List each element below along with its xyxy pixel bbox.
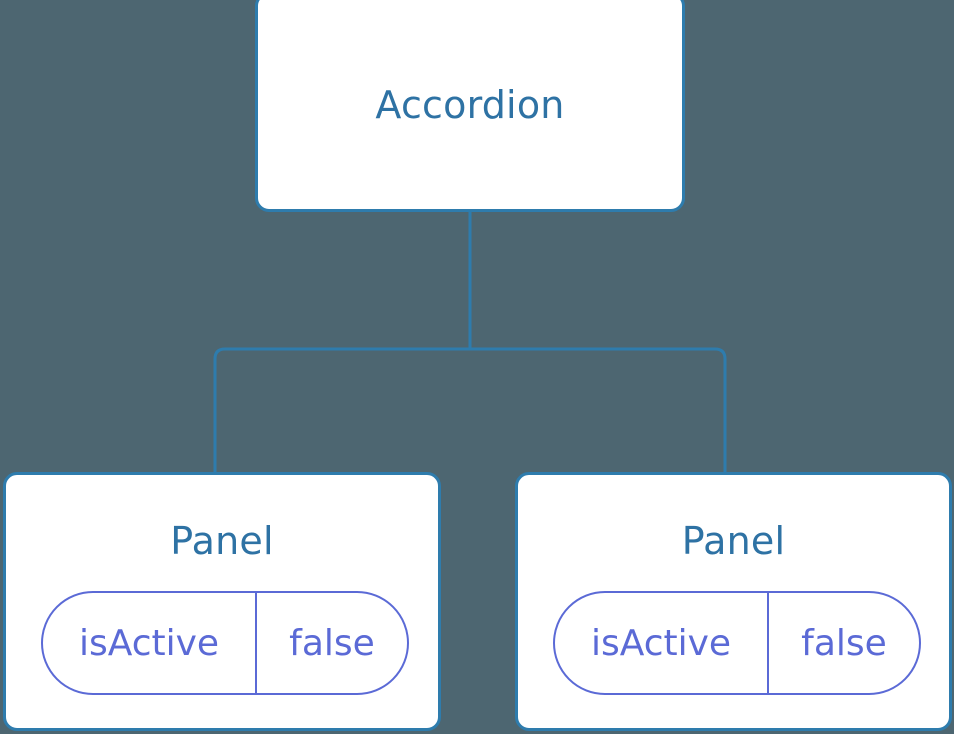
state-pill-panel-right-key: isActive (555, 593, 769, 693)
state-pill-panel-right[interactable]: isActive false (553, 591, 921, 695)
edge-accordion-to-panel-right (470, 347, 727, 480)
edge-accordion-to-panel-left (213, 347, 470, 480)
state-pill-panel-left[interactable]: isActive false (41, 591, 409, 695)
state-pill-panel-right-value: false (801, 622, 887, 664)
node-accordion[interactable]: Accordion (255, 0, 685, 212)
node-panel-left-title: Panel (170, 519, 274, 563)
state-pill-panel-left-key: isActive (43, 593, 257, 693)
state-pill-panel-left-value: false (289, 622, 375, 664)
node-panel-right-title: Panel (681, 519, 786, 563)
node-accordion-title: Accordion (375, 83, 565, 127)
node-panel-left[interactable]: Panel isActive false (3, 472, 441, 731)
node-panel-right[interactable]: Panel isActive false (515, 472, 952, 731)
